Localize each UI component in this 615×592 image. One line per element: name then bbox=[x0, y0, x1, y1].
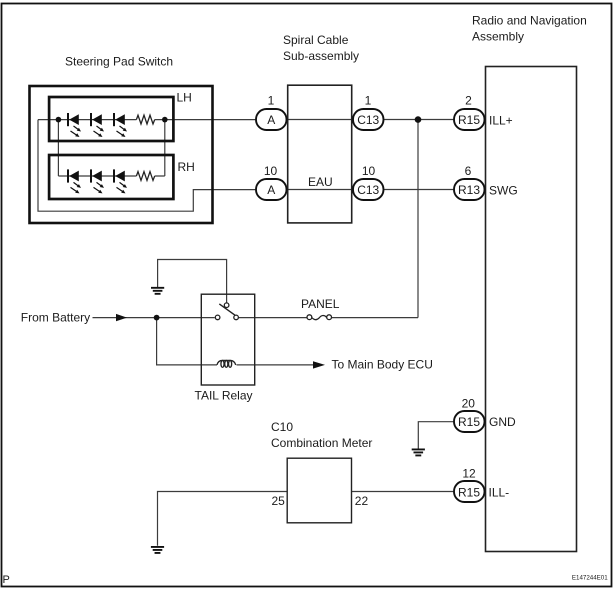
svg-text:To Main Body ECU: To Main Body ECU bbox=[332, 357, 433, 371]
svg-text:Sub-assembly: Sub-assembly bbox=[283, 49, 359, 63]
svg-text:RH: RH bbox=[178, 160, 195, 174]
svg-text:2: 2 bbox=[465, 94, 472, 108]
svg-text:10: 10 bbox=[264, 164, 278, 178]
svg-text:ILL-: ILL- bbox=[489, 486, 510, 500]
svg-text:6: 6 bbox=[465, 164, 472, 178]
svg-text:22: 22 bbox=[355, 494, 369, 508]
svg-text:10: 10 bbox=[362, 164, 376, 178]
svg-text:R15: R15 bbox=[458, 415, 480, 429]
svg-text:12: 12 bbox=[462, 466, 476, 480]
svg-text:Combination Meter: Combination Meter bbox=[271, 436, 372, 450]
svg-text:From Battery: From Battery bbox=[21, 311, 90, 325]
svg-text:GND: GND bbox=[489, 415, 516, 429]
svg-text:LH: LH bbox=[177, 91, 192, 105]
svg-text:25: 25 bbox=[271, 494, 285, 508]
svg-text:E147244E01: E147244E01 bbox=[572, 575, 608, 582]
svg-text:R13: R13 bbox=[458, 183, 480, 197]
svg-text:TAIL Relay: TAIL Relay bbox=[195, 389, 253, 403]
svg-text:C13: C13 bbox=[357, 113, 379, 127]
svg-text:C10: C10 bbox=[271, 420, 293, 434]
svg-text:Assembly: Assembly bbox=[472, 30, 524, 44]
svg-text:C13: C13 bbox=[357, 183, 379, 197]
svg-text:1: 1 bbox=[268, 94, 275, 108]
svg-text:20: 20 bbox=[462, 396, 476, 410]
svg-text:A: A bbox=[267, 113, 275, 127]
svg-text:R15: R15 bbox=[458, 113, 480, 127]
svg-text:R15: R15 bbox=[458, 485, 480, 499]
svg-text:A: A bbox=[267, 183, 275, 197]
svg-text:ILL+: ILL+ bbox=[489, 113, 513, 127]
svg-text:Radio and Navigation: Radio and Navigation bbox=[472, 14, 587, 28]
svg-text:EAU: EAU bbox=[308, 175, 333, 189]
svg-text:Steering Pad Switch: Steering Pad Switch bbox=[65, 55, 173, 69]
svg-text:Spiral Cable: Spiral Cable bbox=[283, 33, 349, 47]
svg-text:1: 1 bbox=[365, 94, 372, 108]
svg-text:SWG: SWG bbox=[489, 184, 518, 198]
svg-text:P: P bbox=[3, 574, 10, 586]
svg-text:PANEL: PANEL bbox=[301, 297, 340, 311]
